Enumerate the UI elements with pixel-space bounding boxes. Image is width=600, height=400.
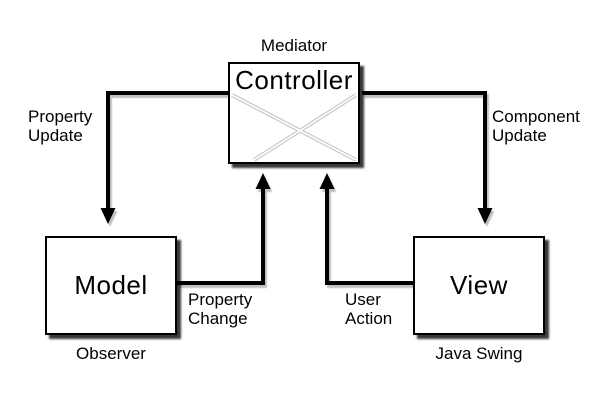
edge-label-user-action: User Action — [345, 290, 393, 328]
arrow-property-change — [177, 173, 271, 285]
edge-label-component-update: Component Update — [492, 107, 580, 145]
edge-label-property-update: Property Update — [28, 107, 93, 145]
arrow-user-action — [319, 173, 415, 285]
arrow-property-update — [100, 91, 228, 224]
arrow-component-update — [362, 91, 493, 224]
node-model-label: Model — [74, 270, 148, 300]
node-view-label: View — [450, 270, 508, 300]
node-view: View — [413, 236, 545, 335]
view-annotation: Java Swing — [435, 344, 523, 363]
node-controller-label: Controller — [235, 65, 353, 95]
model-annotation: Observer — [76, 344, 146, 363]
cross-lines-icon — [231, 93, 358, 162]
edge-label-property-change: Property Change — [188, 290, 253, 328]
node-model: Model — [45, 236, 177, 335]
controller-annotation: Mediator — [260, 36, 328, 55]
node-controller: Controller — [228, 62, 360, 164]
